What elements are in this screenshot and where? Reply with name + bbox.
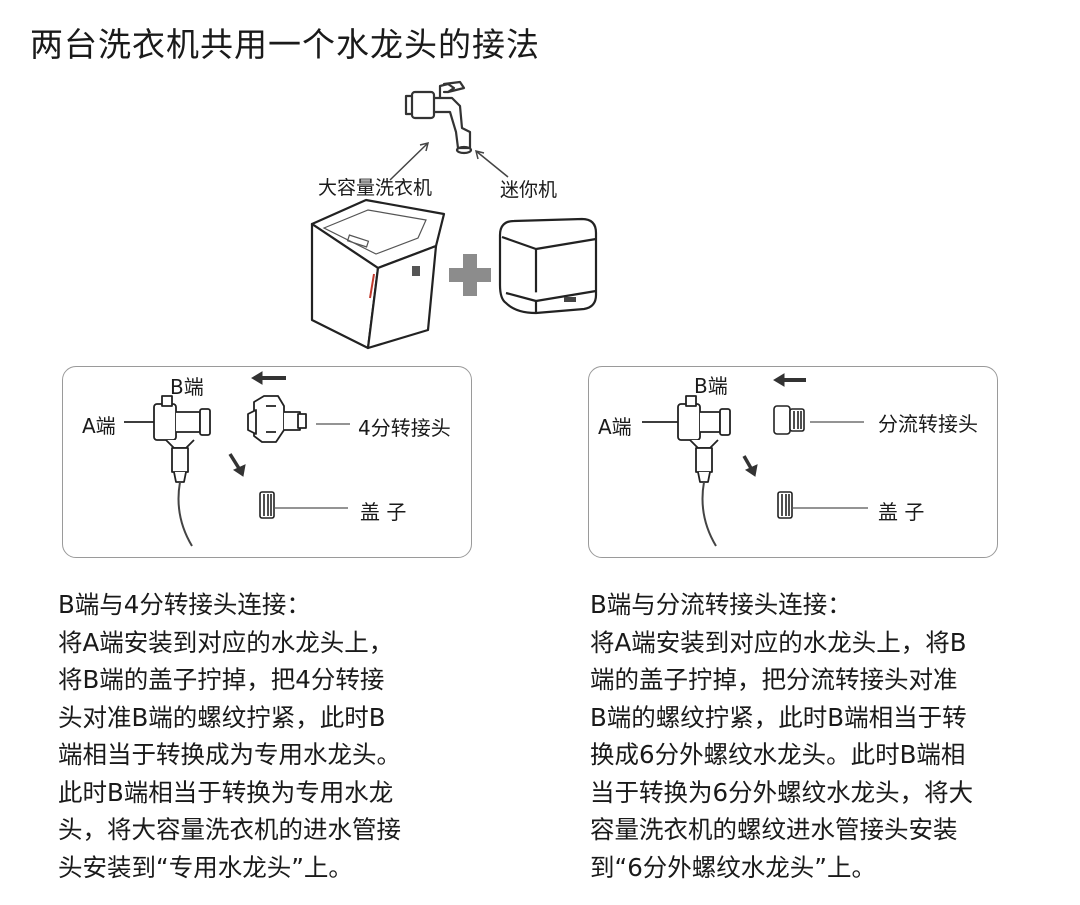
right-tee-valve-icon — [642, 395, 731, 483]
left-b-end-label: B端 — [170, 375, 204, 399]
top-load-washer-icon — [310, 198, 446, 350]
large-washer-label: 大容量洗衣机 — [318, 177, 433, 199]
left-description: B端与4分转接头连接： 将A端安装到对应的水龙头上， 将B端的盖子拧掉，把4分转… — [58, 590, 401, 882]
left-arrow-icon — [228, 371, 286, 477]
right-b-end-label: B端 — [694, 374, 728, 398]
left-4-point-adapter-icon — [247, 395, 307, 443]
page-title: 两台洗衣机共用一个水龙头的接法 — [30, 25, 540, 64]
left-cap-icon — [259, 491, 275, 519]
left-assembly-drawing — [124, 371, 350, 547]
left-a-end-label: A端 — [82, 414, 116, 438]
right-arrow-icon — [742, 373, 806, 477]
right-hose — [701, 481, 717, 547]
right-panel — [588, 366, 998, 558]
right-a-end-label: A端 — [598, 415, 632, 439]
left-adapter-label: 4分转接头 — [358, 416, 451, 440]
left-hose — [177, 481, 193, 547]
pointer-lines — [389, 141, 509, 181]
right-assembly-drawing — [642, 373, 868, 547]
plus-icon — [449, 254, 491, 296]
right-description: B端与分流转接头连接： 将A端安装到对应的水龙头上，将B 端的盖子拧掉，把分流转… — [590, 590, 974, 882]
right-cap-icon — [777, 491, 793, 519]
mini-washer-icon — [498, 217, 598, 315]
left-cap-label: 盖 子 — [360, 500, 407, 524]
mini-washer-label: 迷你机 — [500, 179, 558, 201]
left-tee-valve-icon — [124, 395, 211, 483]
right-adapter-label: 分流转接头 — [878, 412, 978, 436]
right-cap-label: 盖 子 — [878, 500, 925, 524]
right-diverter-adapter-icon — [773, 405, 805, 435]
faucet-icon — [404, 80, 473, 155]
